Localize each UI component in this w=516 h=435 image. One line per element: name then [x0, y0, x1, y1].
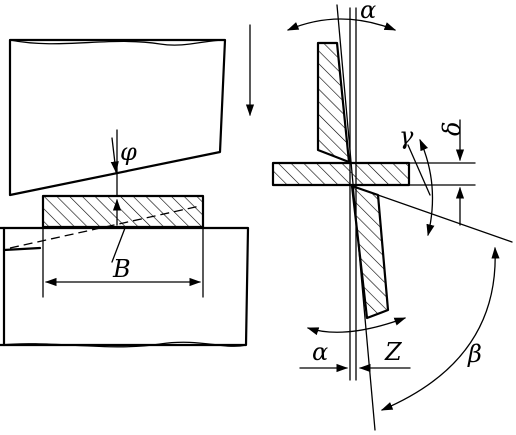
beta-label: β: [467, 340, 482, 368]
sheet-section: [271, 161, 411, 187]
knife-face-line: [336, 4, 376, 431]
upper-blade-break-line: [9, 39, 226, 46]
lower-blade: [0, 226, 250, 347]
sheet-material: [41, 194, 205, 229]
b-label: B: [112, 255, 131, 283]
delta-label: δ: [438, 122, 466, 136]
upper-blade-hidden-edge: [9, 205, 201, 249]
lower-knife: [350, 184, 390, 320]
phi-arrow-top: [110, 137, 119, 174]
upper-knife: [316, 41, 351, 164]
b-leader: [111, 227, 126, 263]
alpha-bottom-label: α: [312, 338, 328, 366]
gamma-label: γ: [399, 122, 414, 150]
beta-reference-line: [377, 194, 513, 243]
beta-arc: [380, 246, 500, 411]
lower-blade-top-edge: [2, 246, 42, 252]
z-label: Z: [384, 338, 403, 366]
phi-label: φ: [120, 138, 137, 166]
alpha-top-label: α: [360, 0, 376, 24]
alpha-top-arc: [286, 18, 397, 31]
gamma-leader: [407, 144, 431, 196]
gamma-arc: [419, 138, 435, 237]
lower-blade-break-line: [0, 341, 247, 348]
